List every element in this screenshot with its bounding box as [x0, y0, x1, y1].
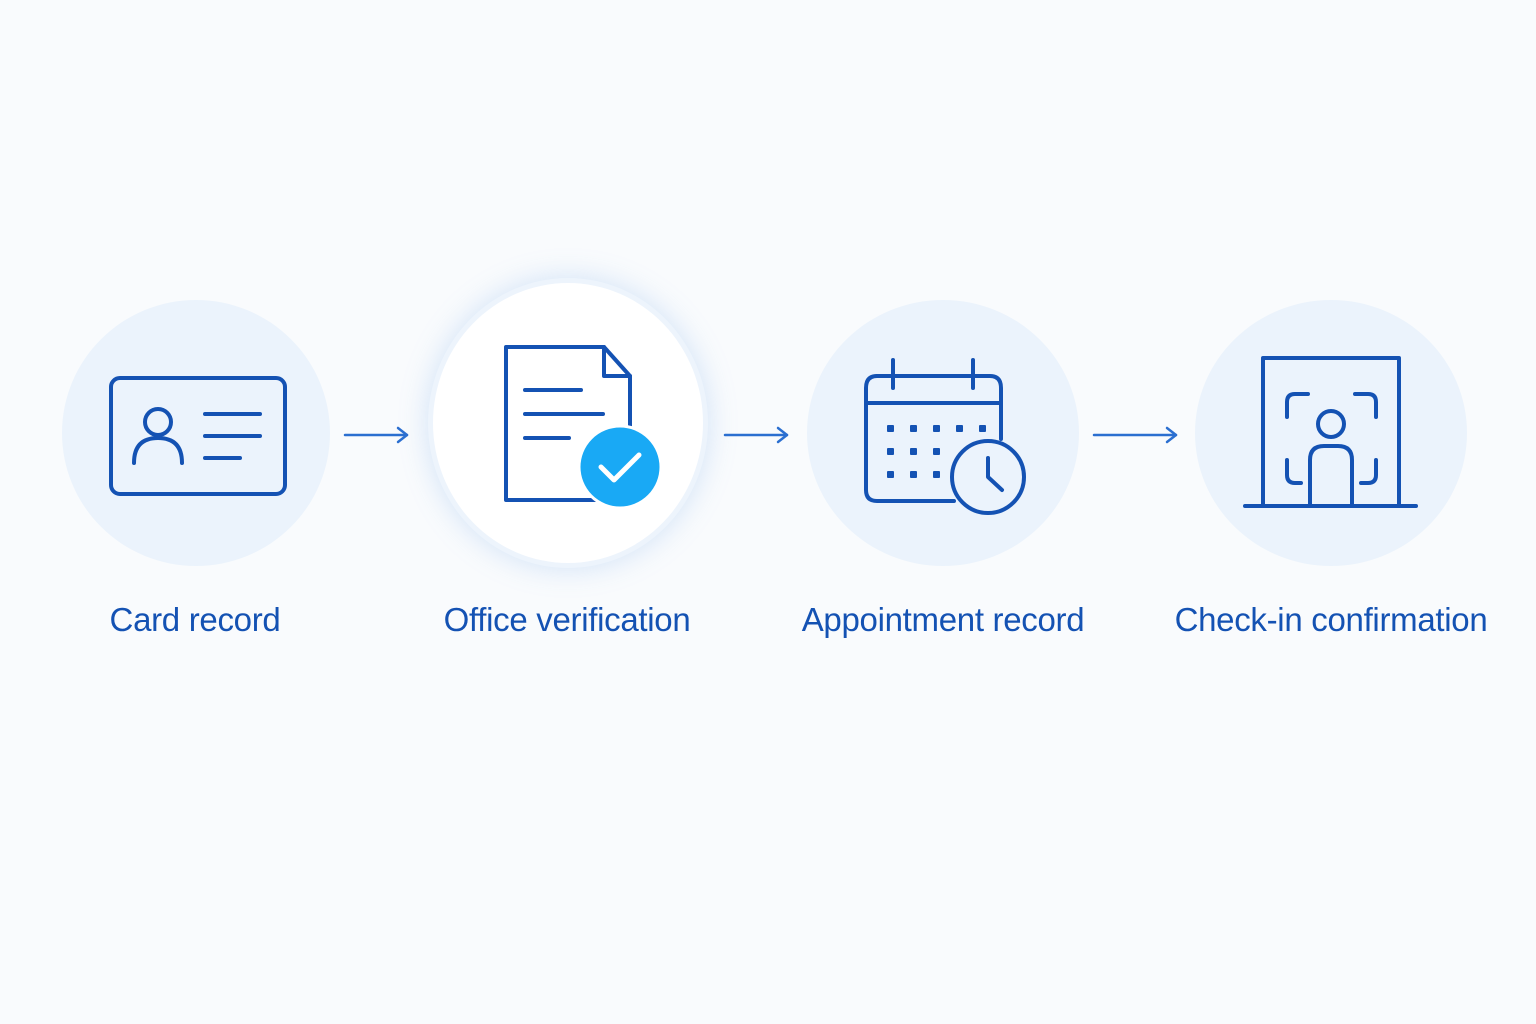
step-4-circle — [1195, 300, 1467, 566]
step-3-circle — [807, 300, 1079, 566]
step-1-label: Card record — [109, 601, 281, 638]
flow-arrow-2 — [723, 420, 790, 450]
step-3-label: Appointment record — [801, 601, 1085, 638]
arrow-right-icon — [1092, 426, 1178, 444]
step-4-label: Check-in confirmation — [1174, 601, 1488, 638]
calendar-clock-icon — [864, 358, 1026, 515]
face-scan-gate-icon — [1243, 356, 1418, 508]
id-card-icon — [109, 376, 287, 496]
arrow-right-icon — [723, 426, 789, 444]
arrow-right-icon — [343, 426, 409, 444]
document-check-icon — [504, 345, 663, 510]
step-1-circle — [62, 300, 330, 566]
flow-arrow-3 — [1092, 420, 1179, 450]
step-2-circle — [433, 283, 703, 563]
flow-arrow-1 — [343, 420, 410, 450]
step-2-label: Office verification — [443, 601, 691, 638]
